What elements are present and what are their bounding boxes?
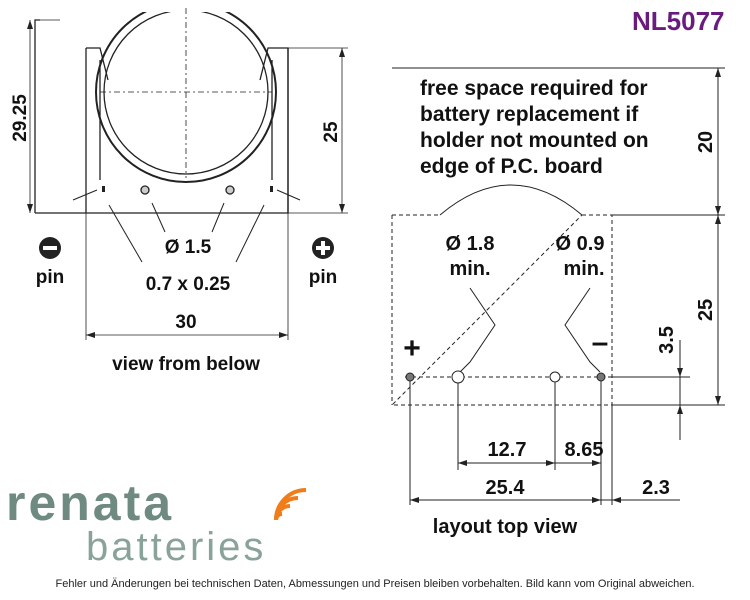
right-view	[390, 67, 725, 505]
dim-30: 30	[175, 312, 196, 333]
battery-arc	[439, 184, 583, 216]
minus-symbol-left	[39, 237, 61, 259]
dim-pin-size: 0.7 x 0.25	[146, 274, 231, 295]
pin-left-mark	[102, 186, 105, 192]
dim-20: 20	[695, 131, 717, 153]
dim-hole-diameter: Ø 1.5	[165, 237, 212, 258]
dim-29-25: 29.25	[10, 94, 31, 142]
renata-logo: renata batteries	[6, 478, 307, 568]
left-view	[27, 0, 348, 340]
free-space-line-2: battery replacement if	[420, 103, 639, 126]
logo-word-batteries: batteries	[86, 525, 266, 568]
free-space-line-4: edge of P.C. board	[420, 155, 603, 178]
dim-25-4: 25.4	[486, 477, 526, 499]
signal-waves-icon	[274, 488, 307, 521]
free-space-line-3: holder not mounted on	[420, 129, 649, 152]
hole-minus-diameter: Ø 0.9	[556, 233, 605, 255]
caption-layout-top-view: layout top view	[433, 516, 578, 538]
dim-25-left: 25	[321, 121, 342, 143]
dim-12-7: 12.7	[488, 439, 527, 461]
holder-outline	[34, 19, 289, 214]
hole-minus	[549, 371, 561, 383]
hole-plus-min: min.	[449, 258, 490, 280]
dim-8-65: 8.65	[565, 439, 604, 461]
dim-25-right: 25	[695, 299, 717, 321]
pad-plus	[405, 372, 415, 382]
hole-plus	[451, 370, 465, 384]
plus-symbol-right	[312, 237, 334, 259]
dim-2-3: 2.3	[642, 477, 670, 499]
dim-3-5: 3.5	[656, 326, 678, 354]
model-number: NL5077	[632, 6, 725, 36]
hole-right	[225, 185, 235, 195]
minus-sign: –	[592, 326, 609, 359]
hole-plus-diameter: Ø 1.8	[446, 233, 495, 255]
pin-label-right: pin	[309, 267, 338, 288]
pin-right-mark	[270, 186, 273, 192]
logo-word-renata: renata	[6, 478, 174, 531]
hole-left	[140, 185, 150, 195]
pin-label-left: pin	[36, 267, 65, 288]
plus-sign: +	[403, 332, 421, 365]
free-space-line-1: free space required for	[420, 77, 648, 100]
caption-view-from-below: view from below	[112, 354, 260, 375]
hole-minus-min: min.	[563, 258, 604, 280]
pad-minus	[596, 372, 606, 382]
disclaimer-text: Fehler und Änderungen bei technischen Da…	[55, 578, 695, 590]
